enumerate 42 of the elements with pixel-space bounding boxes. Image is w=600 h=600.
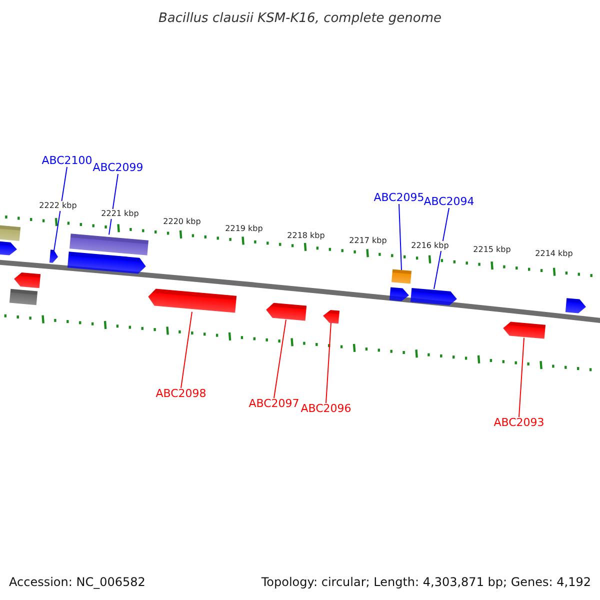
gene-feature xyxy=(67,252,147,274)
scale-label: 2220 kbp xyxy=(163,217,201,227)
leader-line xyxy=(274,319,286,398)
scale-label: 2217 kbp xyxy=(349,236,387,246)
accession-text: Accession: NC_006582 xyxy=(9,575,146,589)
leader-line xyxy=(108,174,118,236)
leader-line xyxy=(434,208,450,290)
gene-block xyxy=(0,224,21,242)
gene-feature xyxy=(502,321,546,339)
leader-line xyxy=(518,337,524,418)
gene-label: ABC2098 xyxy=(156,388,206,400)
scale-label: 2216 kbp xyxy=(411,241,449,251)
scale-label: 2214 kbp xyxy=(535,249,573,259)
genome-title: Bacillus clausii KSM-K16, complete genome xyxy=(157,11,443,26)
scale-label: 2222 kbp xyxy=(39,201,77,211)
gene-label: ABC2093 xyxy=(494,417,544,429)
gene-feature xyxy=(13,272,41,288)
scale-label: 2221 kbp xyxy=(101,209,139,219)
leader-line xyxy=(398,204,402,271)
gene-block xyxy=(391,269,412,284)
gene-feature xyxy=(49,250,59,264)
leader-line xyxy=(326,322,332,404)
scale-label: 2215 kbp xyxy=(473,245,511,255)
leader-line xyxy=(54,166,68,252)
gene-block xyxy=(70,234,148,256)
scale-label: 2218 kbp xyxy=(287,231,325,241)
gene-feature xyxy=(565,298,587,314)
gene-label: ABC2097 xyxy=(248,398,300,410)
scale-label: 2219 kbp xyxy=(225,224,263,234)
gene-feature xyxy=(0,241,18,256)
gene-feature xyxy=(389,287,410,302)
gene-feature xyxy=(265,302,307,321)
gene-feature xyxy=(147,288,237,313)
leader-line xyxy=(180,311,192,388)
genome-stats-text: Topology: circular; Length: 4,303,871 bp; Genes: 4,192 xyxy=(261,575,591,589)
gene-label: ABC2096 xyxy=(300,403,352,415)
gene-feature xyxy=(322,309,340,324)
gene-block xyxy=(9,288,38,306)
gene-label: ABC2100 xyxy=(42,155,92,167)
gene-label: ABC2095 xyxy=(374,192,424,204)
gene-label: ABC2094 xyxy=(424,196,474,208)
gene-label: ABC2099 xyxy=(92,162,144,174)
